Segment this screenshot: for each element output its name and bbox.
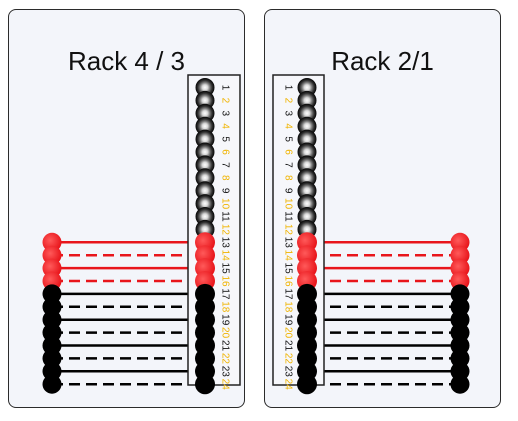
slot-number: 17 [283, 288, 294, 300]
slot-number: 7 [220, 162, 231, 168]
slot-number: 9 [220, 188, 231, 194]
slot-number: 7 [283, 162, 294, 168]
slot-number: 12 [220, 224, 231, 236]
rack-title: Rack 4 / 3 [67, 46, 186, 76]
slot-number: 22 [283, 353, 294, 365]
lead-end-ball [450, 374, 470, 394]
slot-number: 18 [220, 301, 231, 313]
slot-number: 23 [220, 366, 231, 378]
slot-number: 10 [283, 198, 294, 210]
slot-number: 13 [220, 237, 231, 249]
slot-number: 5 [283, 136, 294, 142]
slot-number: 14 [283, 250, 294, 262]
slot-number: 20 [220, 327, 231, 339]
slot-number: 19 [283, 314, 294, 326]
slot-number: 1 [220, 85, 231, 91]
slot-numbers: 1234567891011121314151617181920212223241… [219, 85, 293, 390]
slot-number: 11 [283, 211, 294, 222]
lead-end-ball [42, 374, 62, 394]
slot-number: 18 [283, 301, 294, 313]
rack-title: Rack 2/1 [331, 46, 434, 76]
slot-number: 14 [219, 250, 230, 262]
slot-number: 2 [220, 98, 231, 104]
slot-number: 11 [220, 211, 231, 222]
slot-number: 2 [283, 98, 294, 104]
slot-number: 21 [283, 340, 294, 352]
slot-number: 24 [220, 379, 231, 391]
slot-number: 1 [283, 85, 294, 91]
slot-connectors [42, 78, 470, 395]
slot-number: 3 [220, 111, 231, 117]
lead-lines [52, 241, 460, 386]
slot-number: 24 [283, 379, 294, 391]
slot-number: 5 [220, 136, 231, 142]
slot-number: 20 [283, 327, 294, 339]
slot-number: 8 [283, 175, 294, 181]
slot-number: 13 [283, 237, 294, 249]
slot-number: 19 [220, 314, 231, 326]
slot-number: 23 [283, 366, 294, 378]
slot-number: 3 [283, 111, 294, 117]
slot-number: 9 [283, 188, 294, 194]
slot-number: 6 [220, 149, 231, 155]
slot-number: 8 [220, 175, 231, 181]
slot-number: 12 [283, 224, 294, 236]
slot-number: 17 [220, 288, 231, 300]
slot-number: 16 [220, 275, 231, 287]
slot-ball [195, 374, 215, 395]
slot-number: 4 [283, 123, 294, 129]
slot-number: 15 [220, 263, 231, 275]
slot-number: 6 [283, 149, 294, 155]
slot-number: 10 [220, 198, 231, 210]
slot-number: 4 [220, 123, 231, 129]
slot-number: 16 [283, 275, 294, 287]
slot-ball [297, 374, 317, 395]
slot-number: 15 [283, 263, 294, 275]
slot-number: 21 [220, 340, 231, 352]
slot-number: 22 [220, 353, 231, 365]
